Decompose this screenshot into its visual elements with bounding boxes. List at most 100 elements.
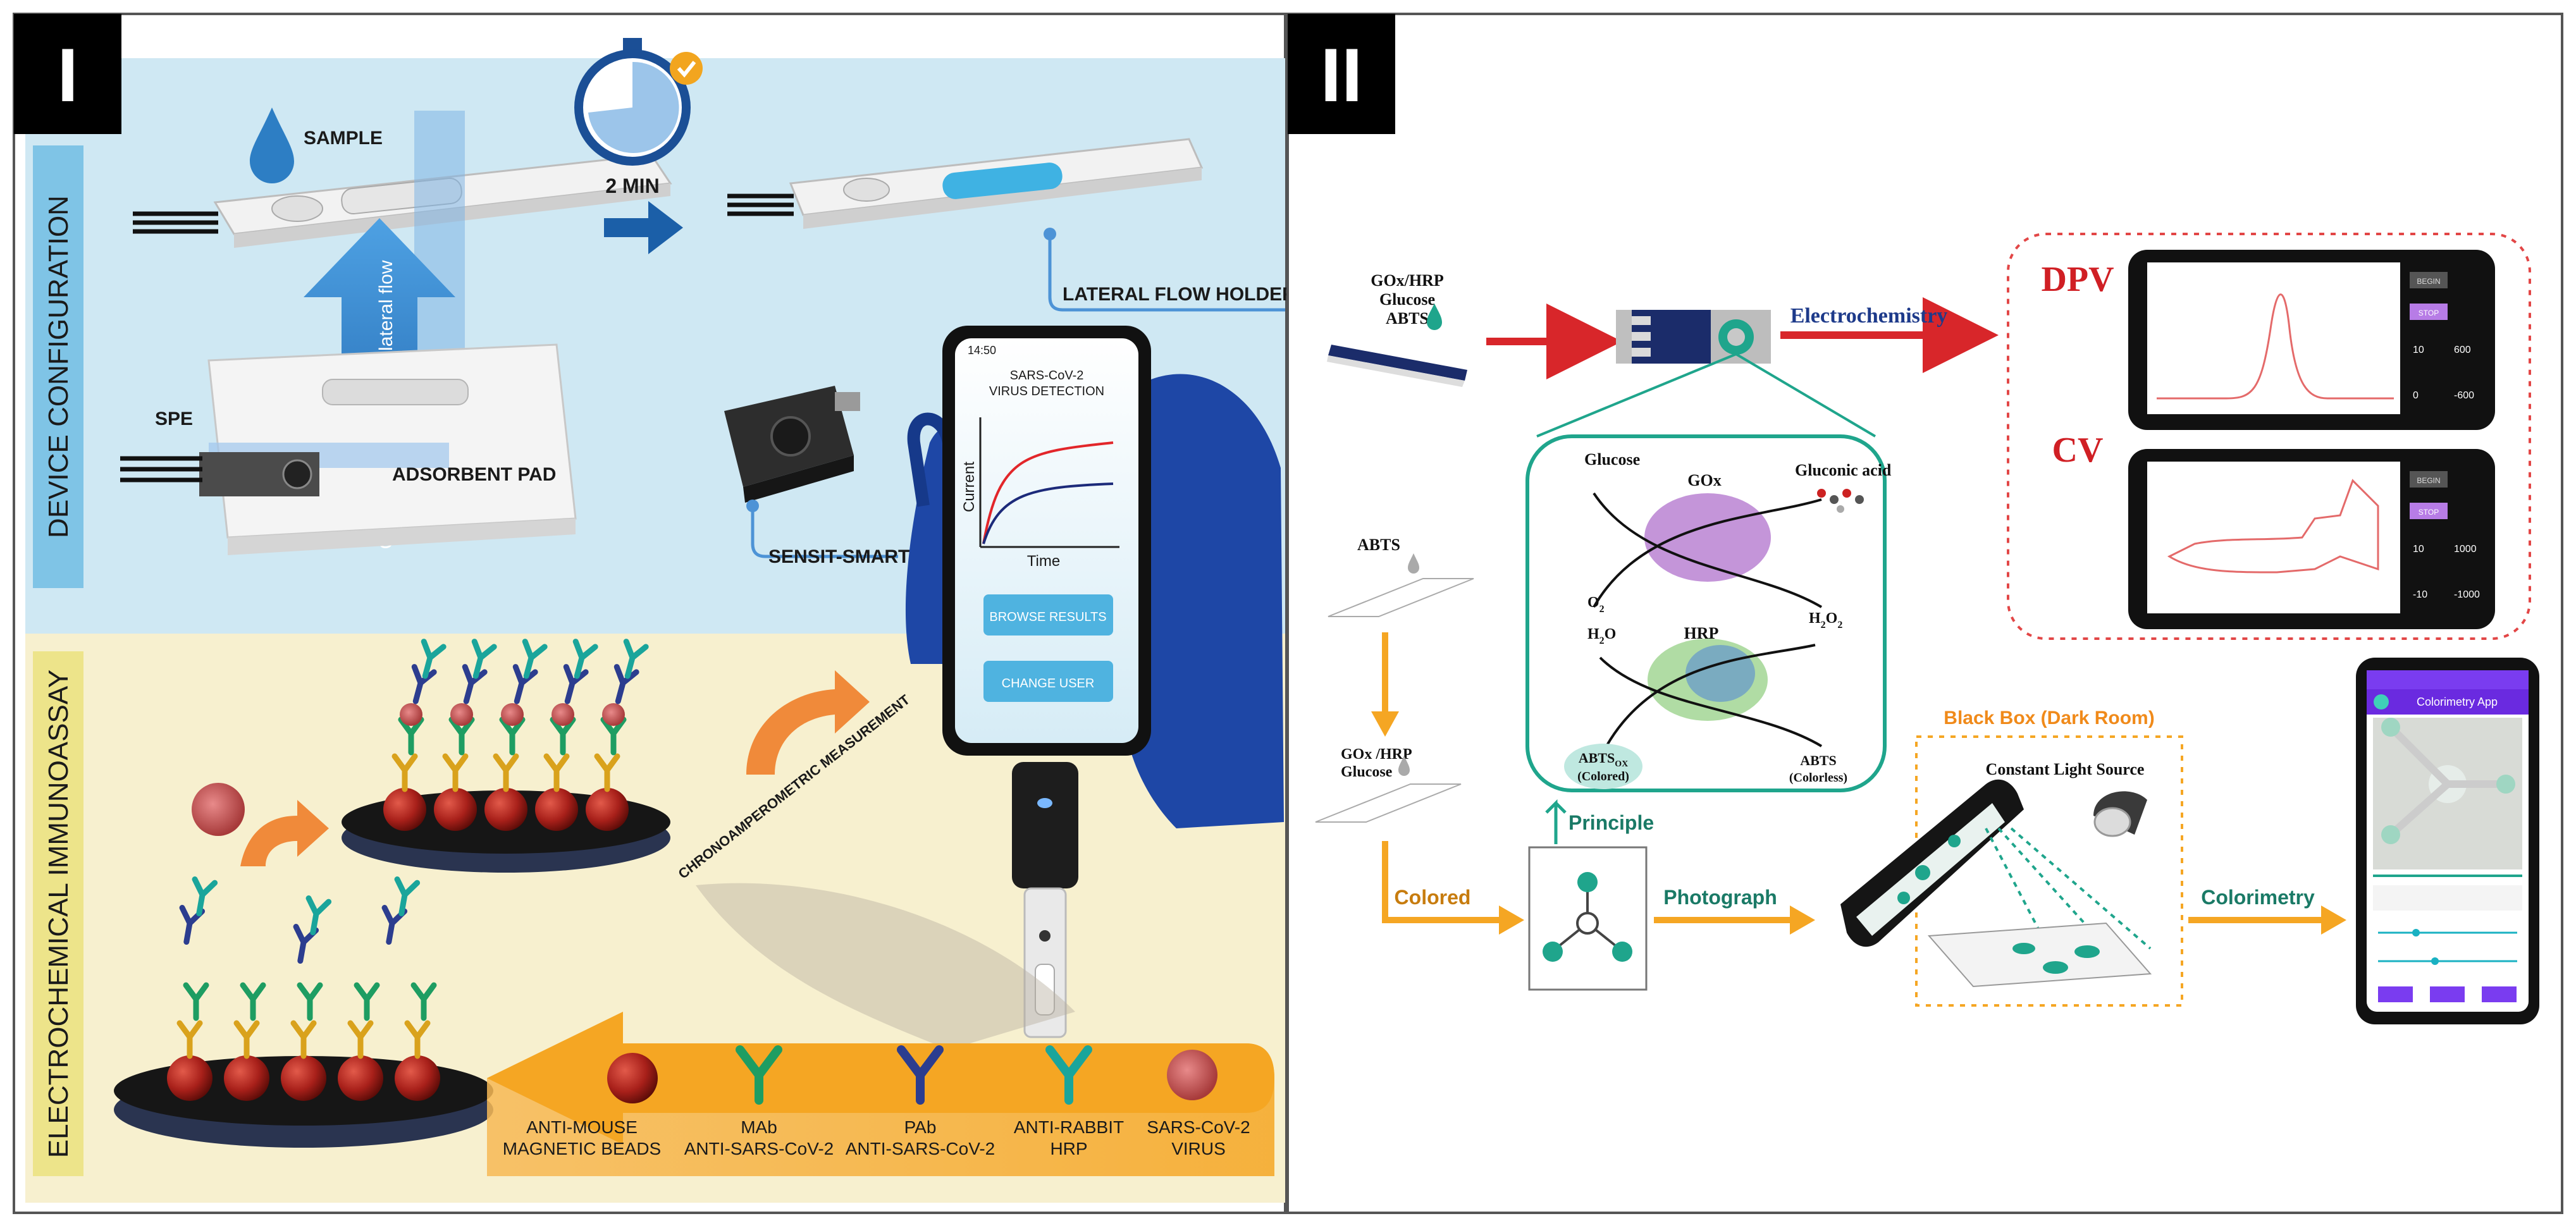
beads-lower [167,982,440,1101]
beads-upper [383,639,649,831]
reagent-mab-icon [736,1045,782,1105]
reagent-labels: ANTI-MOUSE MAGNETIC BEADS MAb ANTI-SARS-… [503,1117,1250,1158]
app-title: Colorimetry App [2417,696,2498,708]
abts-label: ABTS [1357,536,1400,554]
gox-glucose-0: GOx /HRP [1341,746,1412,763]
lamp-icon [2093,791,2147,837]
badge-left [14,14,121,134]
virus-icon-free [192,783,245,836]
section-bottom-tab [33,651,83,1176]
phone-cv [2128,449,2495,629]
reaction-arc-2 [1593,498,1822,608]
section-top-tab [33,145,83,588]
drop-icon-abts [1408,553,1419,574]
dpv-label: DPV [2041,260,2114,299]
paper-chip-icon [1543,872,1632,962]
light-source-label: Constant Light Source [1986,760,2145,778]
curved-arrow-right [746,670,870,775]
colored-label: Colored [1395,886,1471,909]
electrochemistry-label: Electrochemistry [1790,304,1948,328]
section-top-label: DEVICE CONFIGURATION [43,195,74,538]
principle-label: Principle [1568,811,1654,834]
reagent-3-line1: ANTI-RABBIT [1014,1117,1124,1137]
cv-stop-label: STOP [2419,508,2439,517]
dpv-stop-label: STOP [2419,309,2439,317]
phone-y-axis: Current [961,462,978,512]
holder-leader-line [1048,234,1285,312]
bead [224,1055,269,1101]
test-strip-small [1327,345,1467,387]
reagent-2-line2: ANTI-SARS-CoV-2 [846,1139,995,1158]
gox-label: GOx [1687,471,1721,489]
dpv-begin-button[interactable] [2410,272,2448,288]
reagent-1-line1: MAb [741,1117,777,1137]
arrow-orange-colored [1382,841,1505,923]
stopwatch-icon [574,38,703,166]
o2-label: O2 [1587,594,1605,615]
glucose-label: Glucose [1584,450,1640,469]
reaction-arc-1 [1593,492,1823,608]
phone-time: 14:50 [968,344,996,357]
curved-arrow-left [240,800,329,866]
sample-drop-icon [250,107,294,183]
cv-begin-label: BEGIN [2417,476,2440,485]
gluconic-acid-label: Gluconic acid [1795,461,1892,479]
drop-icon-top [1427,304,1442,330]
lateral-flow-holder-label: LATERAL FLOW HOLDER [1063,284,1296,305]
reagent-pab-icon [897,1045,944,1105]
reagent-top-2: ABTS [1386,309,1429,328]
colorless-paren-label: (Colorless) [1789,771,1847,785]
reagent-1-line2: ANTI-SARS-CoV-2 [684,1139,834,1158]
cv-label: CV [2052,431,2104,470]
section-bottom-label: ELECTROCHEMICAL IMMUNOASSAY [43,670,74,1158]
reagent-bead-icon [607,1053,658,1103]
gluconic-molecule [1817,489,1864,513]
reagent-top-1: Glucose [1379,290,1435,309]
colored-paren-label: (Colored) [1577,770,1629,783]
camera-rays [1985,827,2152,974]
free-antibodies [179,876,421,964]
holder-leader-dot [1044,228,1056,240]
bead [338,1055,383,1101]
bead [434,788,477,831]
phone-x-axis: Time [1027,553,1060,570]
phone-shadow [696,883,1075,1050]
phone-title-line1: SARS-CoV-2 [1010,369,1084,383]
principle-arrow [1545,799,1567,844]
sensit-leader-dot [746,500,759,512]
badge-left-text: I [57,33,78,118]
bead [383,788,426,831]
principle-box [1525,434,1887,792]
reaction-arc-3 [1599,656,1823,747]
gox-enzyme [1644,493,1771,582]
cv-row1-b: 1000 [2454,544,2477,555]
dpv-row1-b: 600 [2454,345,2471,355]
reagent-0-line2: MAGNETIC BEADS [503,1139,661,1158]
phone-title-line2: VIRUS DETECTION [989,384,1104,398]
cv-stop-button[interactable] [2410,503,2448,519]
change-user-button[interactable] [983,661,1113,702]
phone-plot [979,417,1119,548]
cv-begin-button[interactable] [2410,471,2448,488]
sample-plane [1927,922,2152,988]
bead [586,788,629,831]
phone-left [942,326,1151,756]
hrp-label: HRP [1684,624,1719,642]
abts-ox-highlight [1564,744,1642,789]
dpv-stop-button[interactable] [2410,304,2448,320]
paper-abts [1328,578,1474,617]
absorbent-pad-label: ADSORBENT PAD [392,464,556,485]
reagent-0-line1: ANTI-MOUSE [526,1117,638,1137]
browse-results-button[interactable] [983,594,1113,635]
cv-row1-a: 10 [2413,544,2424,555]
badge-right [1288,14,1395,134]
zoom-lines [1536,353,1877,438]
phone-colorimetry [2356,658,2539,1024]
bead [535,788,578,831]
dpv-row1-a: 10 [2413,345,2424,355]
change-user-label: CHANGE USER [1002,677,1095,691]
phone-dpv [2128,250,2495,430]
spe-electrode [120,452,319,496]
